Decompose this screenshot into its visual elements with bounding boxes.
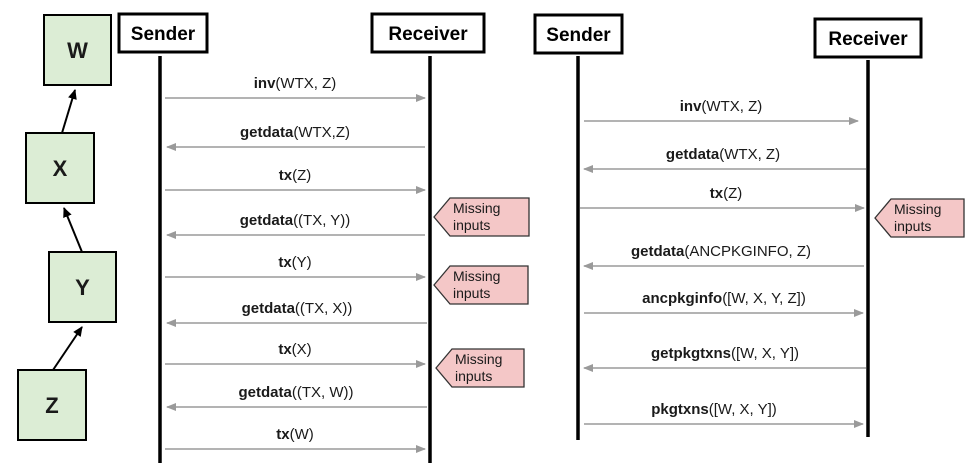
- left-note-line1: Missing: [453, 200, 500, 216]
- left-receiver-header: [370, 12, 486, 54]
- right-message-args: ([W, X, Y]): [709, 401, 777, 418]
- right-message-label: pkgtxns([W, X, Y]): [651, 401, 777, 418]
- left-message-args: ((TX, W)): [292, 384, 354, 401]
- left-message-type: tx: [279, 167, 293, 184]
- left-message-type: getdata: [239, 384, 293, 401]
- left-message-label: getdata((TX, W)): [239, 384, 354, 401]
- right-message-type: getpkgtxns: [651, 345, 731, 362]
- node-z-label: Z: [45, 393, 58, 418]
- edge-x-to-w: [61, 89, 77, 134]
- left-missing-inputs-note: [433, 197, 530, 237]
- left-message-args: (WTX,Z): [293, 124, 350, 141]
- left-message-args: ((TX, X)): [295, 300, 353, 317]
- right-message-args: ([W, X, Y, Z]): [722, 290, 806, 307]
- right-message-args: (WTX, Z): [719, 146, 780, 163]
- left-sender-label: Sender: [131, 24, 196, 45]
- left-message-args: (Z): [292, 167, 311, 184]
- right-message-type: getdata: [631, 243, 685, 260]
- right-note-line2: inputs: [894, 218, 931, 234]
- right-receiver-header: [813, 17, 923, 59]
- left-message-type: tx: [276, 426, 290, 443]
- left-missing-inputs-note: [433, 265, 529, 305]
- right-message-label: getdata(ANCPKGINFO, Z): [631, 243, 811, 260]
- edge-y-to-x: [63, 207, 83, 253]
- right-sender-label: Sender: [546, 25, 611, 46]
- left-message-label: inv(WTX, Z): [254, 75, 337, 92]
- left-note-line2: inputs: [453, 285, 490, 301]
- right-message-args: (WTX, Z): [701, 98, 762, 115]
- right-missing-inputs-note: [874, 198, 965, 238]
- right-message-type: getdata: [666, 146, 720, 163]
- left-missing-inputs-note: [435, 348, 525, 388]
- node-y-box: [48, 251, 117, 323]
- left-note-line2: inputs: [453, 217, 490, 233]
- left-message-type: getdata: [242, 300, 296, 317]
- right-message-label: inv(WTX, Z): [680, 98, 763, 115]
- left-message-args: (W): [290, 426, 314, 443]
- left-sender-header: [117, 12, 209, 54]
- left-message-label: getdata((TX, X)): [242, 300, 353, 317]
- right-receiver-label: Receiver: [828, 29, 908, 50]
- left-message-type: tx: [278, 254, 292, 271]
- left-message-args: (Y): [292, 254, 312, 271]
- edge-z-to-y: [52, 326, 83, 371]
- node-z-box: [17, 369, 87, 441]
- right-sequence: Sender Receiver inv(WTX, Z)getdata(WTX, …: [533, 13, 965, 440]
- left-message-type: getdata: [240, 212, 294, 229]
- left-message-label: tx(Z): [279, 167, 312, 184]
- left-message-label: tx(Y): [278, 254, 311, 271]
- dependency-graph: W X Y Z: [17, 14, 117, 441]
- left-sequence: Sender Receiver inv(WTX, Z)getdata(WTX,Z…: [117, 12, 530, 463]
- left-message-args: (WTX, Z): [275, 75, 336, 92]
- left-message-type: inv: [254, 75, 276, 92]
- right-message-args: ([W, X, Y]): [731, 345, 799, 362]
- left-message-label: tx(X): [278, 341, 311, 358]
- node-x-label: X: [53, 156, 68, 181]
- right-message-type: tx: [710, 185, 724, 202]
- right-message-label: getdata(WTX, Z): [666, 146, 780, 163]
- node-w-box: [43, 14, 112, 86]
- left-message-label: getdata((TX, Y)): [240, 212, 351, 229]
- left-receiver-label: Receiver: [388, 24, 468, 45]
- left-message-type: tx: [278, 341, 292, 358]
- right-message-type: ancpkginfo: [642, 290, 722, 307]
- left-message-label: getdata(WTX,Z): [240, 124, 350, 141]
- left-note-line1: Missing: [453, 268, 500, 284]
- node-w-label: W: [67, 38, 88, 63]
- left-message-label: tx(W): [276, 426, 314, 443]
- node-x-box: [25, 132, 95, 204]
- right-message-label: ancpkginfo([W, X, Y, Z]): [642, 290, 806, 307]
- right-message-label: tx(Z): [710, 185, 743, 202]
- left-message-args: (X): [292, 341, 312, 358]
- right-message-args: (ANCPKGINFO, Z): [684, 243, 811, 260]
- right-sender-header: [533, 13, 624, 55]
- right-message-args: (Z): [723, 185, 742, 202]
- left-note-line2: inputs: [455, 368, 492, 384]
- left-message-args: ((TX, Y)): [293, 212, 350, 229]
- right-message-type: inv: [680, 98, 702, 115]
- right-message-type: pkgtxns: [651, 401, 709, 418]
- node-y-label: Y: [75, 275, 90, 300]
- left-note-line1: Missing: [455, 351, 502, 367]
- right-message-label: getpkgtxns([W, X, Y]): [651, 345, 799, 362]
- left-message-type: getdata: [240, 124, 294, 141]
- right-note-line1: Missing: [894, 201, 941, 217]
